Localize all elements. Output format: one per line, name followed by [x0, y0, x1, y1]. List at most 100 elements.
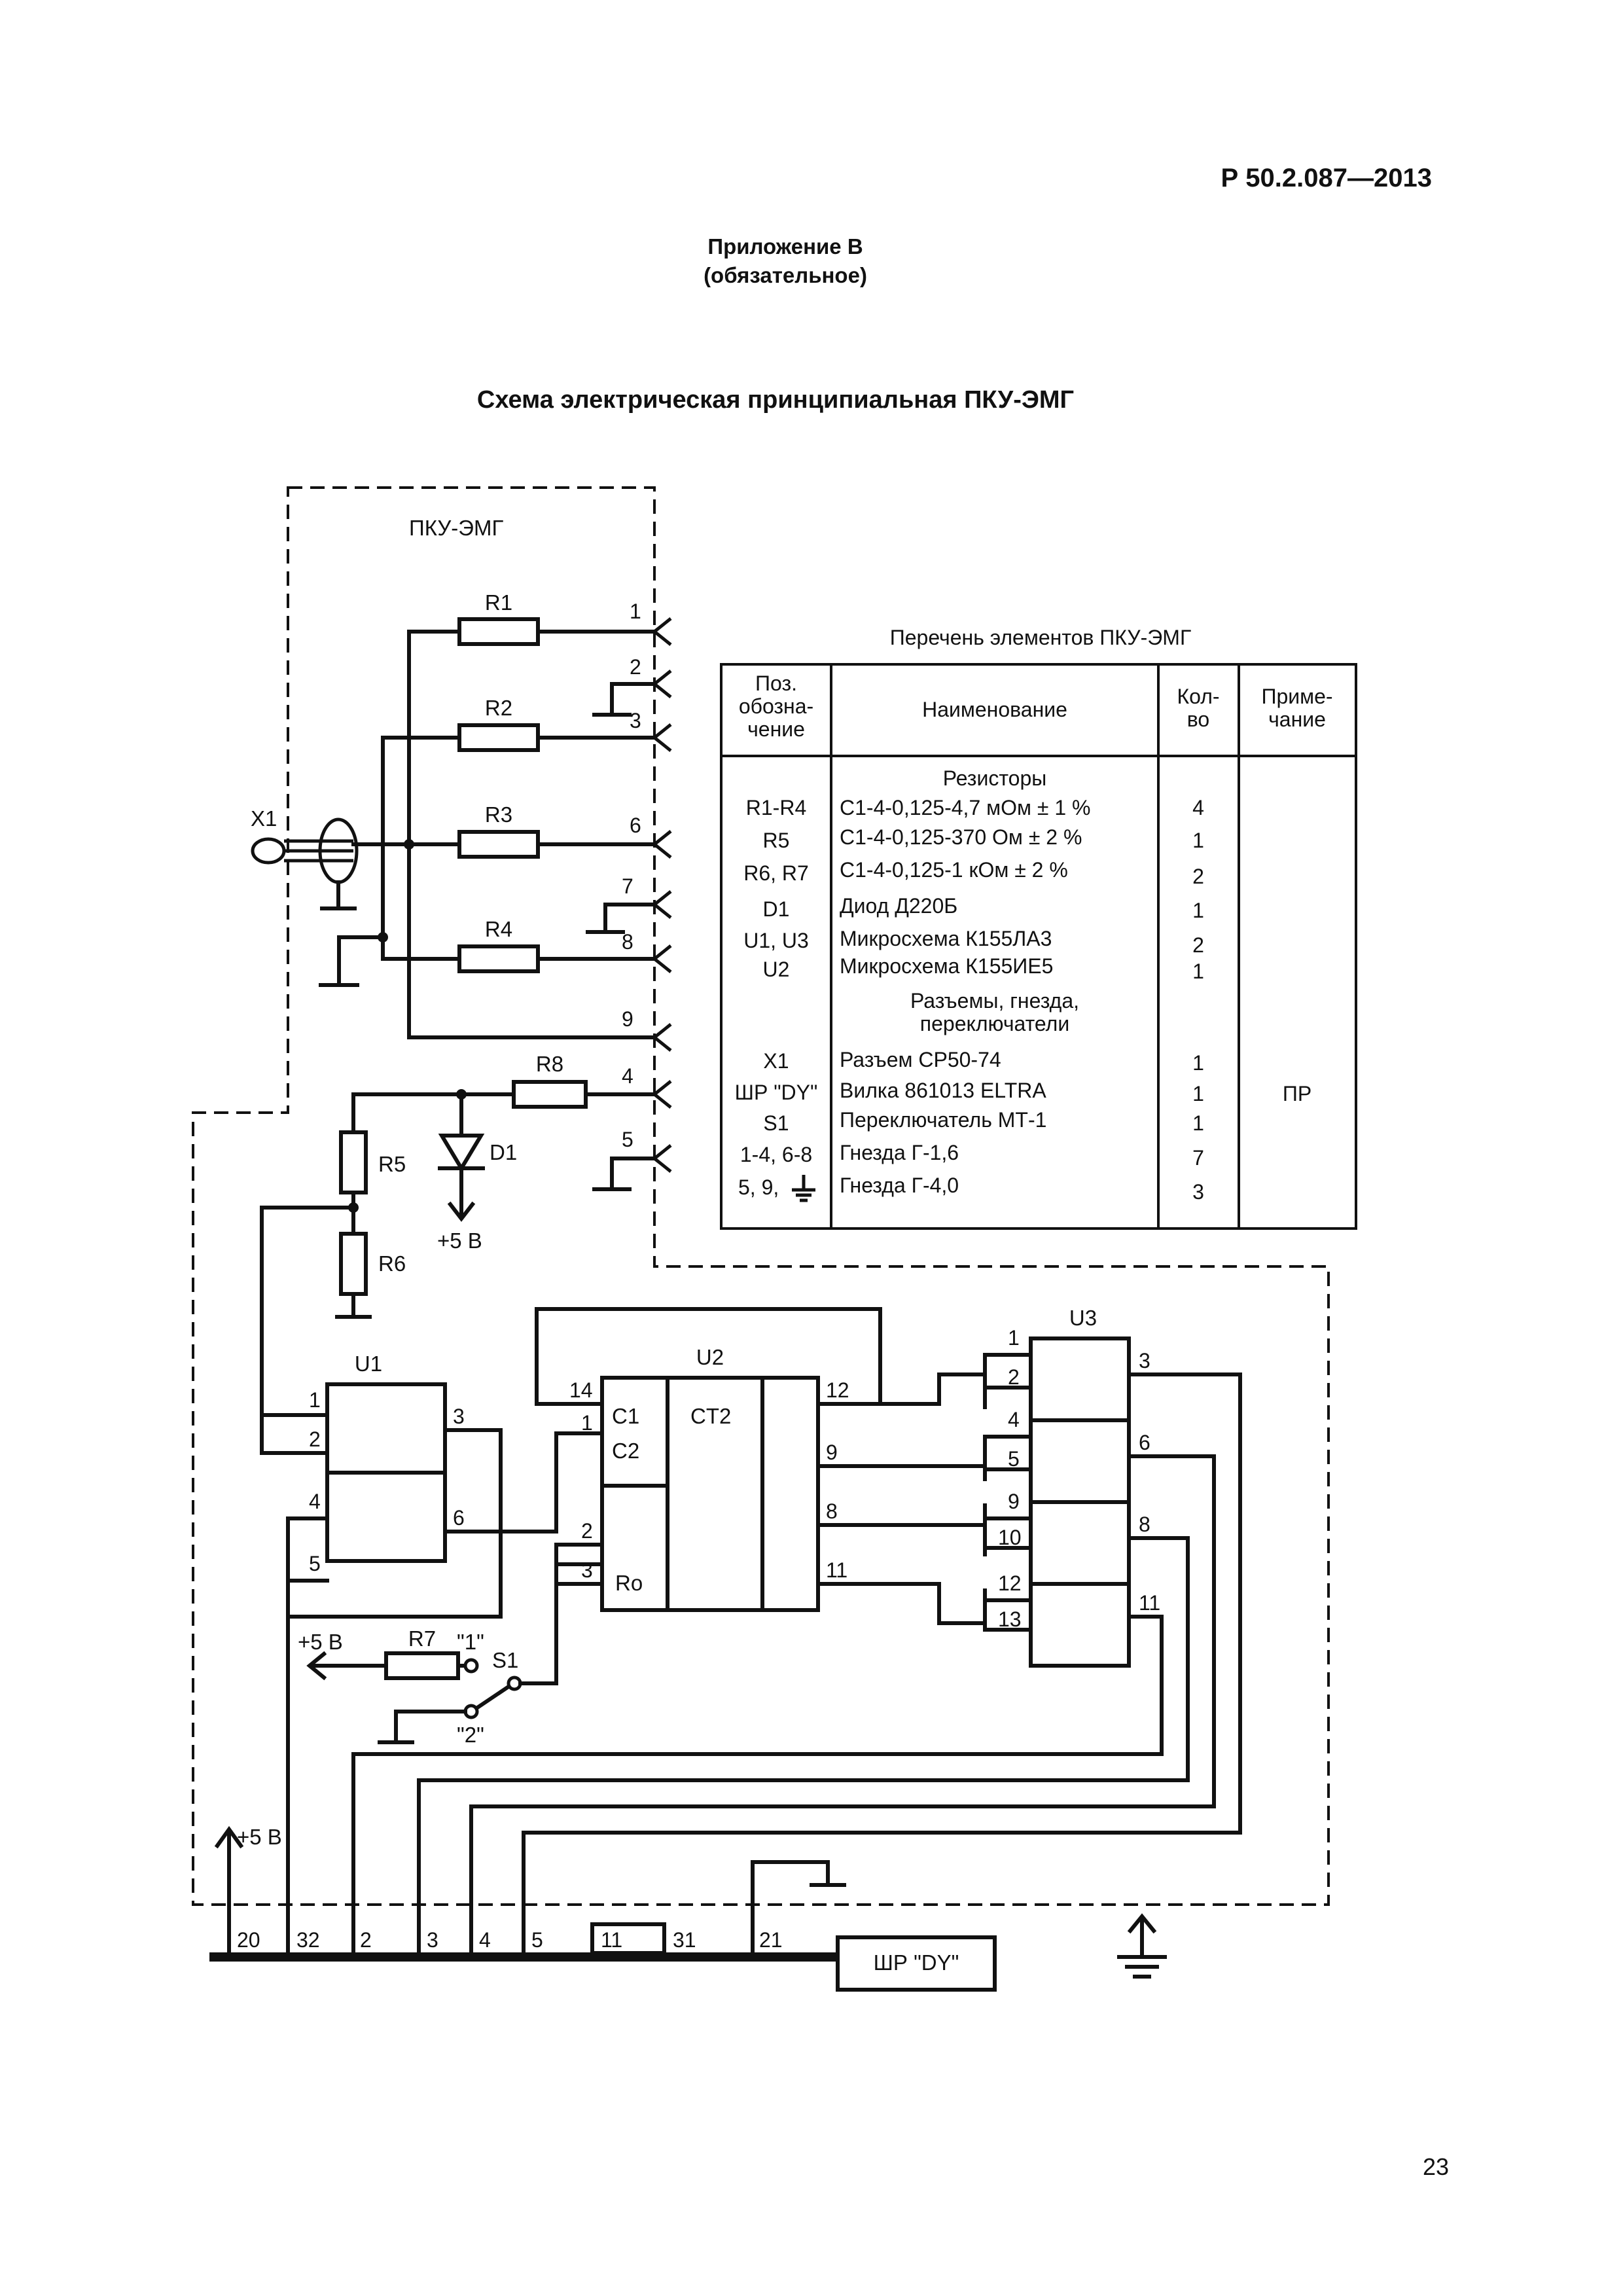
row-qty: 7 [1192, 1146, 1204, 1170]
row-pos: S1 [763, 1111, 789, 1135]
page-number: 23 [1422, 2153, 1449, 2180]
jack-9: 9 [622, 1007, 633, 1031]
coax-connector-x1 [251, 817, 359, 910]
label-u3: U3 [1069, 1306, 1097, 1330]
jack-7: 7 [622, 874, 633, 898]
u1-pin-6: 6 [453, 1506, 465, 1530]
resistor-r4 [457, 944, 540, 973]
label-x1: X1 [251, 806, 277, 831]
u2-c1: C1 [612, 1404, 639, 1428]
label-d1: D1 [490, 1140, 517, 1164]
switch-s1-circuit [306, 1562, 604, 1744]
u2-pin-1: 1 [581, 1411, 593, 1435]
u3-pin-5: 5 [1008, 1447, 1020, 1471]
bus-pin-5: 5 [531, 1928, 543, 1952]
row-name: Микросхема К155ИЕ5 [840, 954, 1053, 978]
row-qty: 1 [1192, 899, 1204, 922]
row-note: ПР [1283, 1082, 1311, 1105]
u2-pin-11: 11 [826, 1558, 847, 1582]
jack-3: 3 [630, 709, 641, 732]
row-name: С1-4-0,125-4,7 мОм ± 1 % [840, 796, 1091, 819]
label-bus-supply: +5 В [237, 1825, 282, 1849]
row-qty: 1 [1192, 960, 1204, 983]
resistor-r2 [457, 723, 540, 752]
u2-pin-3: 3 [581, 1558, 593, 1582]
u2-ct2: CT2 [690, 1404, 731, 1428]
label-u2: U2 [696, 1345, 724, 1369]
bus-pin-4: 4 [479, 1928, 491, 1952]
group-connectors-2: переключатели [920, 1012, 1069, 1035]
jack-8: 8 [622, 930, 633, 954]
label-s1-pos2: "2" [457, 1723, 484, 1747]
appendix-title: Приложение В [707, 234, 863, 259]
group-resistors: Резисторы [943, 766, 1046, 790]
resistor-r5 [339, 1130, 368, 1194]
u2-pin-2: 2 [581, 1519, 593, 1543]
label-r3: R3 [485, 802, 512, 827]
label-u1: U1 [355, 1352, 382, 1376]
u3-pin-12: 12 [998, 1571, 1022, 1595]
u3-pin-3: 3 [1139, 1349, 1150, 1372]
resistor-r6 [339, 1232, 368, 1296]
label-r7: R7 [408, 1626, 436, 1651]
label-r6: R6 [378, 1251, 406, 1276]
schematic-title: Схема электрическая принципиальная ПКУ-Э… [476, 386, 1075, 414]
label-d1-supply: +5 В [437, 1229, 482, 1253]
u2-pin-12: 12 [826, 1378, 849, 1402]
header-qty-1: Кол- [1177, 685, 1219, 708]
header-note-2: чание [1268, 708, 1326, 731]
ground-symbol-icon [792, 1175, 815, 1202]
header-pos-1: Поз. [755, 672, 797, 695]
bus-pin-21: 21 [759, 1928, 783, 1952]
bus-pin-31: 31 [673, 1928, 696, 1952]
label-r8: R8 [536, 1052, 563, 1076]
jack-6: 6 [630, 814, 641, 837]
row-name: С1-4-0,125-370 Ом ± 2 % [840, 825, 1082, 849]
row-qty: 4 [1192, 796, 1204, 819]
label-s1-pos1: "1" [457, 1630, 484, 1654]
header-note-1: Приме- [1261, 685, 1332, 708]
resistor-r3 [457, 830, 540, 859]
u3-pin-10: 10 [998, 1526, 1022, 1549]
row-pos: D1 [763, 897, 790, 921]
chip-u3 [351, 1336, 1242, 1959]
resistor-r8 [512, 1080, 588, 1109]
resistor-r7 [384, 1651, 460, 1680]
row-name: С1-4-0,125-1 кОм ± 2 % [840, 858, 1068, 882]
row-name: Микросхема К155ЛА3 [840, 927, 1052, 950]
label-r4: R4 [485, 917, 512, 941]
chip-u1 [260, 1382, 604, 1959]
row-name: Переключатель МТ-1 [840, 1108, 1046, 1132]
enclosure-border [192, 486, 1330, 1906]
group-connectors-1: Разъемы, гнезда, [910, 989, 1079, 1013]
header-pos-3: чение [747, 717, 805, 741]
row-qty: 1 [1192, 1082, 1204, 1105]
resistor-r1 [457, 617, 540, 646]
row-pos: U2 [763, 958, 790, 981]
row-qty: 2 [1192, 933, 1204, 957]
u2-pin-14: 14 [569, 1378, 593, 1402]
jack-4: 4 [622, 1064, 633, 1088]
label-r7-supply: +5 В [298, 1630, 343, 1654]
u3-pin-6: 6 [1139, 1431, 1150, 1454]
row-pos: R5 [763, 829, 790, 852]
block-label: ПКУ-ЭМГ [409, 516, 503, 540]
row-pos: 1-4, 6-8 [740, 1143, 812, 1166]
u2-u3-wiring [816, 1372, 987, 1625]
document-header: Р 50.2.087—2013 [1221, 164, 1432, 192]
u2-ro: Ro [615, 1571, 643, 1595]
row-name: Вилка 861013 ELTRA [840, 1079, 1046, 1102]
row-pos: R1-R4 [746, 796, 806, 819]
u1-pin-3: 3 [453, 1405, 465, 1428]
bus-connector-label: ШР "DY" [874, 1950, 959, 1975]
resistor-network [319, 617, 656, 1039]
u3-pin-11: 11 [1139, 1591, 1160, 1615]
row-name: Разъем СР50-74 [840, 1048, 1001, 1071]
u1-pin-5: 5 [309, 1552, 321, 1575]
row-pos: R6, R7 [743, 861, 809, 885]
jack-sockets [586, 617, 672, 1191]
jack-2: 2 [630, 655, 641, 679]
bus-pin-20: 20 [237, 1928, 260, 1952]
parts-list-table [720, 663, 1357, 1230]
u3-pin-2: 2 [1008, 1365, 1020, 1389]
